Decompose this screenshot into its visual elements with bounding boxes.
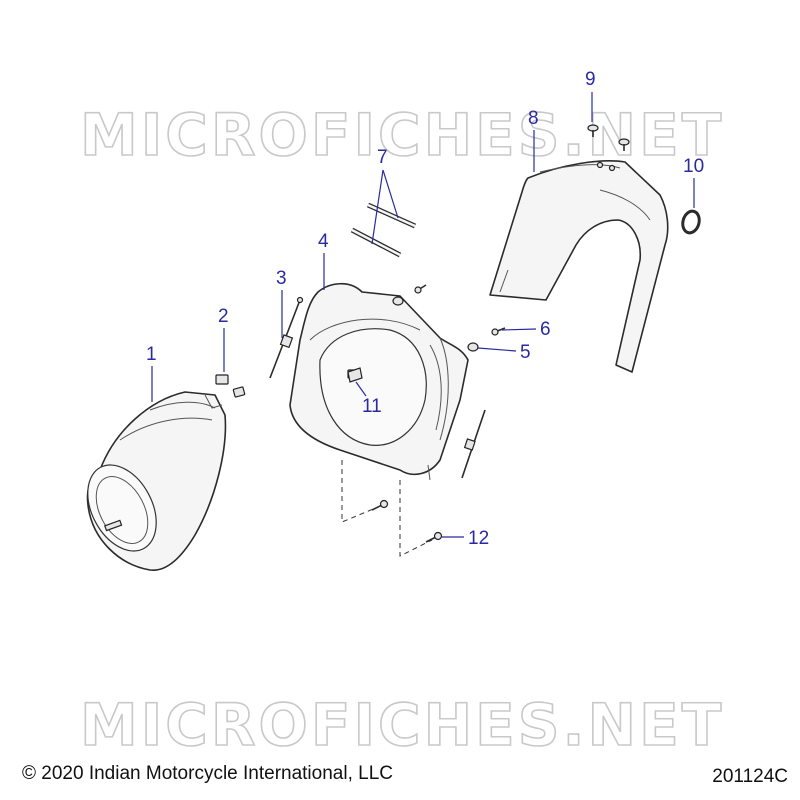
part-1-headlight-nacelle (86, 391, 227, 571)
svg-text:12: 12 (468, 528, 489, 549)
svg-text:9: 9 (585, 69, 596, 90)
svg-text:8: 8 (528, 108, 539, 129)
callout-4: 4 (318, 231, 329, 290)
callout-10: 10 (683, 156, 704, 208)
svg-text:2: 2 (218, 306, 229, 327)
figure-id: 201124C (712, 766, 788, 787)
callout-3: 3 (276, 268, 287, 338)
callout-9: 9 (585, 69, 596, 122)
part-6-screws (414, 284, 506, 336)
watermark-bottom: MICROFICHES.NET (80, 691, 724, 759)
svg-text:5: 5 (520, 342, 531, 363)
svg-text:11: 11 (362, 396, 382, 417)
svg-text:10: 10 (683, 156, 704, 177)
callout-1: 1 (146, 344, 157, 402)
callout-11: 11 (355, 381, 382, 417)
part-8-fork-shroud (489, 160, 669, 373)
callout-12: 12 (442, 528, 489, 549)
copyright-notice: © 2020 Indian Motorcycle International, … (22, 763, 393, 784)
svg-text:3: 3 (276, 268, 287, 289)
watermark-top: MICROFICHES.NET (80, 101, 724, 169)
part-4-inner-panel (289, 282, 469, 481)
part-7-trim-strips (350, 202, 417, 258)
callout-2: 2 (218, 306, 229, 372)
callout-7: 7 (371, 147, 399, 245)
svg-text:4: 4 (318, 231, 329, 252)
part-2-clips (215, 374, 246, 398)
svg-text:7: 7 (377, 147, 388, 168)
part-11-nut-clip (347, 367, 363, 383)
callout-8: 8 (528, 108, 539, 172)
svg-text:6: 6 (540, 319, 551, 340)
part-3-pin (269, 296, 304, 379)
svg-text:1: 1 (146, 344, 157, 365)
part-12-bolts (341, 409, 486, 557)
callout-5: 5 (477, 342, 531, 363)
part-9-push-fasteners (587, 124, 630, 151)
part-10-ring-seal (681, 209, 701, 235)
callout-6: 6 (501, 319, 551, 340)
part-5-washer (392, 296, 479, 352)
